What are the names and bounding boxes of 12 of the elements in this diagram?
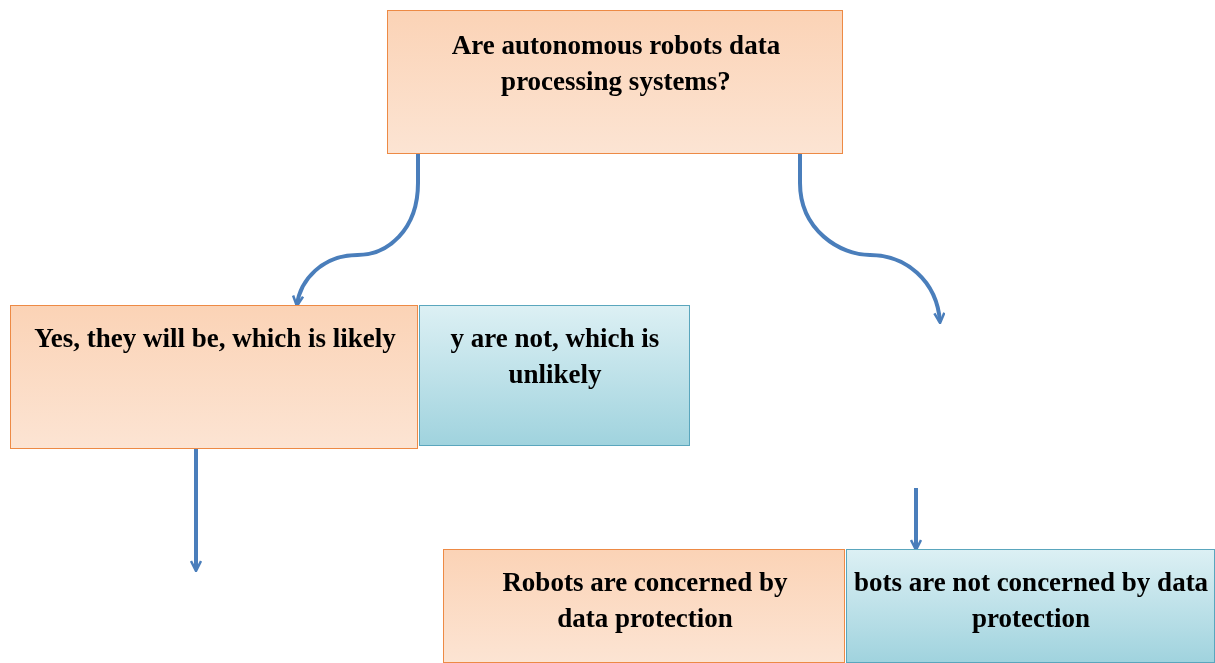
process-box bbox=[419, 305, 690, 446]
process-box bbox=[387, 10, 843, 154]
box-text: y are not, which is unlikely bbox=[449, 322, 661, 391]
process-box bbox=[846, 549, 1215, 663]
process-box bbox=[10, 305, 418, 449]
box-text: Robots are concerned by data protection bbox=[501, 566, 789, 635]
arrow bbox=[189, 449, 203, 573]
process-box bbox=[443, 549, 845, 663]
box-text: Yes, they will be, which is likely bbox=[33, 322, 397, 355]
arrow bbox=[798, 154, 946, 325]
box-text: Are autonomous robots data processing systems? bbox=[450, 29, 782, 98]
box-text: bots are not concerned by data protection bbox=[853, 566, 1209, 635]
